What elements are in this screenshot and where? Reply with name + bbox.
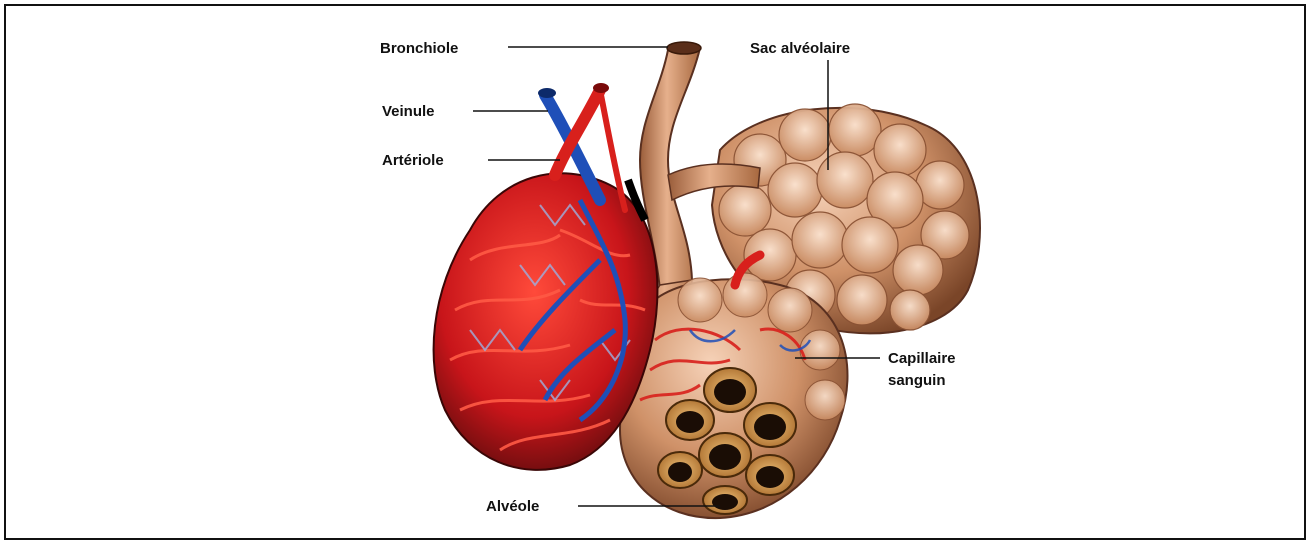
label-capillaire-line2: sanguin [888,372,946,389]
label-arteriole: Artériole [382,152,444,169]
label-veinule: Veinule [382,103,435,120]
label-alveole: Alvéole [486,498,539,515]
label-bronchiole: Bronchiole [380,40,458,57]
label-capillaire-line1: Capillaire [888,350,956,367]
label-sac-alveolaire: Sac alvéolaire [750,40,850,57]
